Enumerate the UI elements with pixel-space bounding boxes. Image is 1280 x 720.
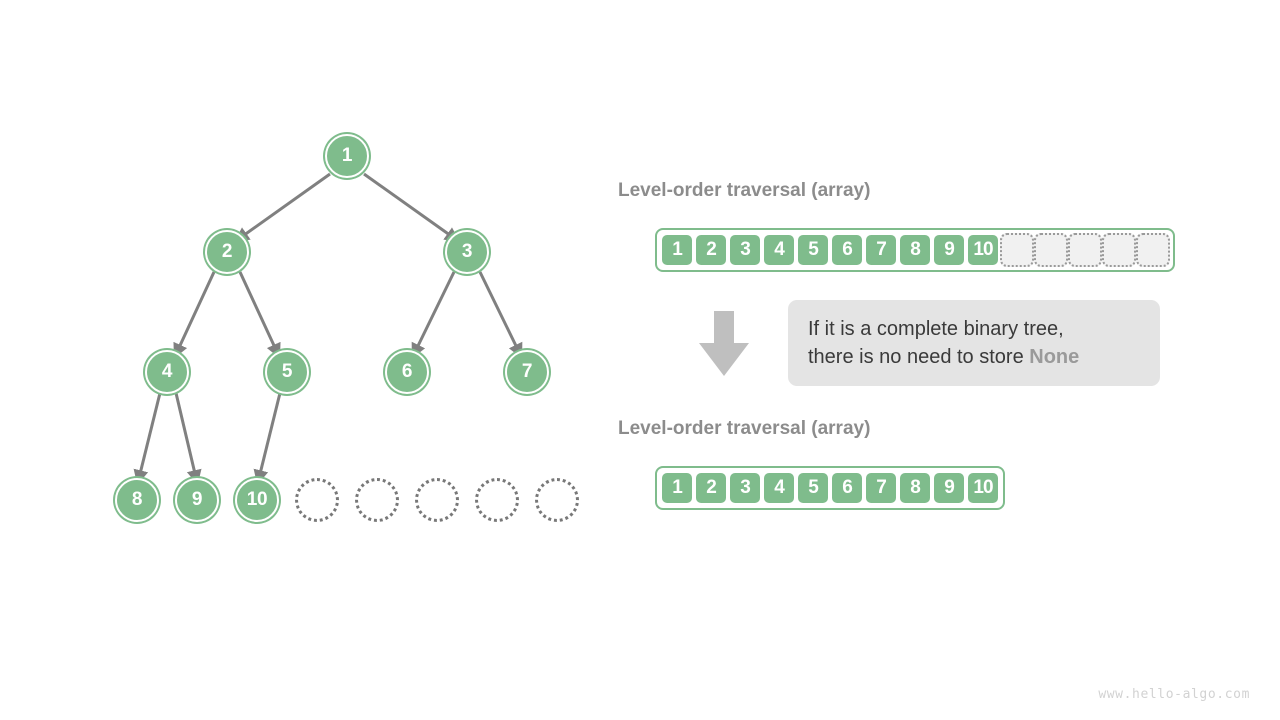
edge-3-6 [411,271,456,359]
array-cell[interactable]: 1 [660,233,694,267]
callout-line-2-prefix: there is no need to store [808,346,1030,368]
array-cell[interactable]: 6 [830,233,864,267]
array-cell-empty[interactable] [1000,233,1034,267]
array-cell[interactable]: 7 [864,233,898,267]
tree-node-8[interactable]: 8 [115,478,159,522]
array-cell-empty[interactable] [1136,233,1170,267]
tree-node-3[interactable]: 3 [445,230,489,274]
tree-node-6[interactable]: 6 [385,350,429,394]
tree-node-label: 7 [521,361,533,382]
array-cell[interactable]: 5 [796,233,830,267]
edge-4-9 [174,392,202,486]
array-cell[interactable]: 10 [966,233,1000,267]
bottom-array-heading: Level-order traversal (array) [618,418,871,439]
array-cell[interactable]: 8 [898,471,932,505]
array-cell[interactable]: 4 [762,471,796,505]
tree-node-2[interactable]: 2 [205,230,249,274]
tree-node-label: 6 [401,361,413,382]
tree-node-label: 5 [281,361,293,382]
callout-box: If it is a complete binary tree, there i… [788,300,1160,386]
tree-node-empty-4 [475,478,519,522]
array-cell-empty[interactable] [1068,233,1102,267]
edge-2-5 [238,271,281,359]
array-cell-empty[interactable] [1034,233,1068,267]
tree-node-9[interactable]: 9 [175,478,219,522]
bottom-array[interactable]: 1 2 3 4 5 6 7 8 9 10 [655,466,1005,510]
tree-node-10[interactable]: 10 [235,478,279,522]
tree-node-label: 9 [191,489,203,510]
array-cell[interactable]: 2 [694,471,728,505]
edge-1-3 [363,172,460,243]
tree-node-empty-2 [355,478,399,522]
tree-edges [133,172,523,486]
array-cell[interactable]: 2 [694,233,728,267]
tree-node-label: 1 [341,145,353,166]
array-cell[interactable]: 7 [864,471,898,505]
edge-5-10 [253,392,282,485]
array-cell[interactable]: 9 [932,233,966,267]
edge-4-8 [133,392,162,485]
callout-line-1: If it is a complete binary tree, [808,318,1064,340]
edge-2-4 [173,271,216,359]
edge-1-2 [234,172,331,243]
callout-none-keyword: None [1029,346,1080,368]
tree-node-7[interactable]: 7 [505,350,549,394]
down-arrow-icon [699,311,749,376]
top-array-heading: Level-order traversal (array) [618,180,871,201]
callout-line-2: there is no need to store None [808,343,1140,371]
tree-node-empty-5 [535,478,579,522]
watermark: www.hello-algo.com [1098,687,1250,702]
tree-node-empty-1 [295,478,339,522]
top-array[interactable]: 1 2 3 4 5 6 7 8 9 10 [655,228,1175,272]
tree-node-label: 2 [221,241,233,262]
edge-3-7 [478,271,523,359]
array-cell-empty[interactable] [1102,233,1136,267]
tree-node-5[interactable]: 5 [265,350,309,394]
array-cell[interactable]: 5 [796,471,830,505]
array-cell[interactable]: 3 [728,471,762,505]
tree-node-label: 4 [161,361,173,382]
array-cell[interactable]: 1 [660,471,694,505]
tree-node-4[interactable]: 4 [145,350,189,394]
array-cell[interactable]: 3 [728,233,762,267]
tree-node-empty-3 [415,478,459,522]
array-cell[interactable]: 4 [762,233,796,267]
array-cell[interactable]: 9 [932,471,966,505]
tree-node-1[interactable]: 1 [325,134,369,178]
array-cell[interactable]: 10 [966,471,1000,505]
array-cell[interactable]: 6 [830,471,864,505]
array-cell[interactable]: 8 [898,233,932,267]
tree-node-label: 3 [461,241,473,262]
tree-node-label: 8 [131,489,143,510]
tree-node-label: 10 [246,489,268,510]
